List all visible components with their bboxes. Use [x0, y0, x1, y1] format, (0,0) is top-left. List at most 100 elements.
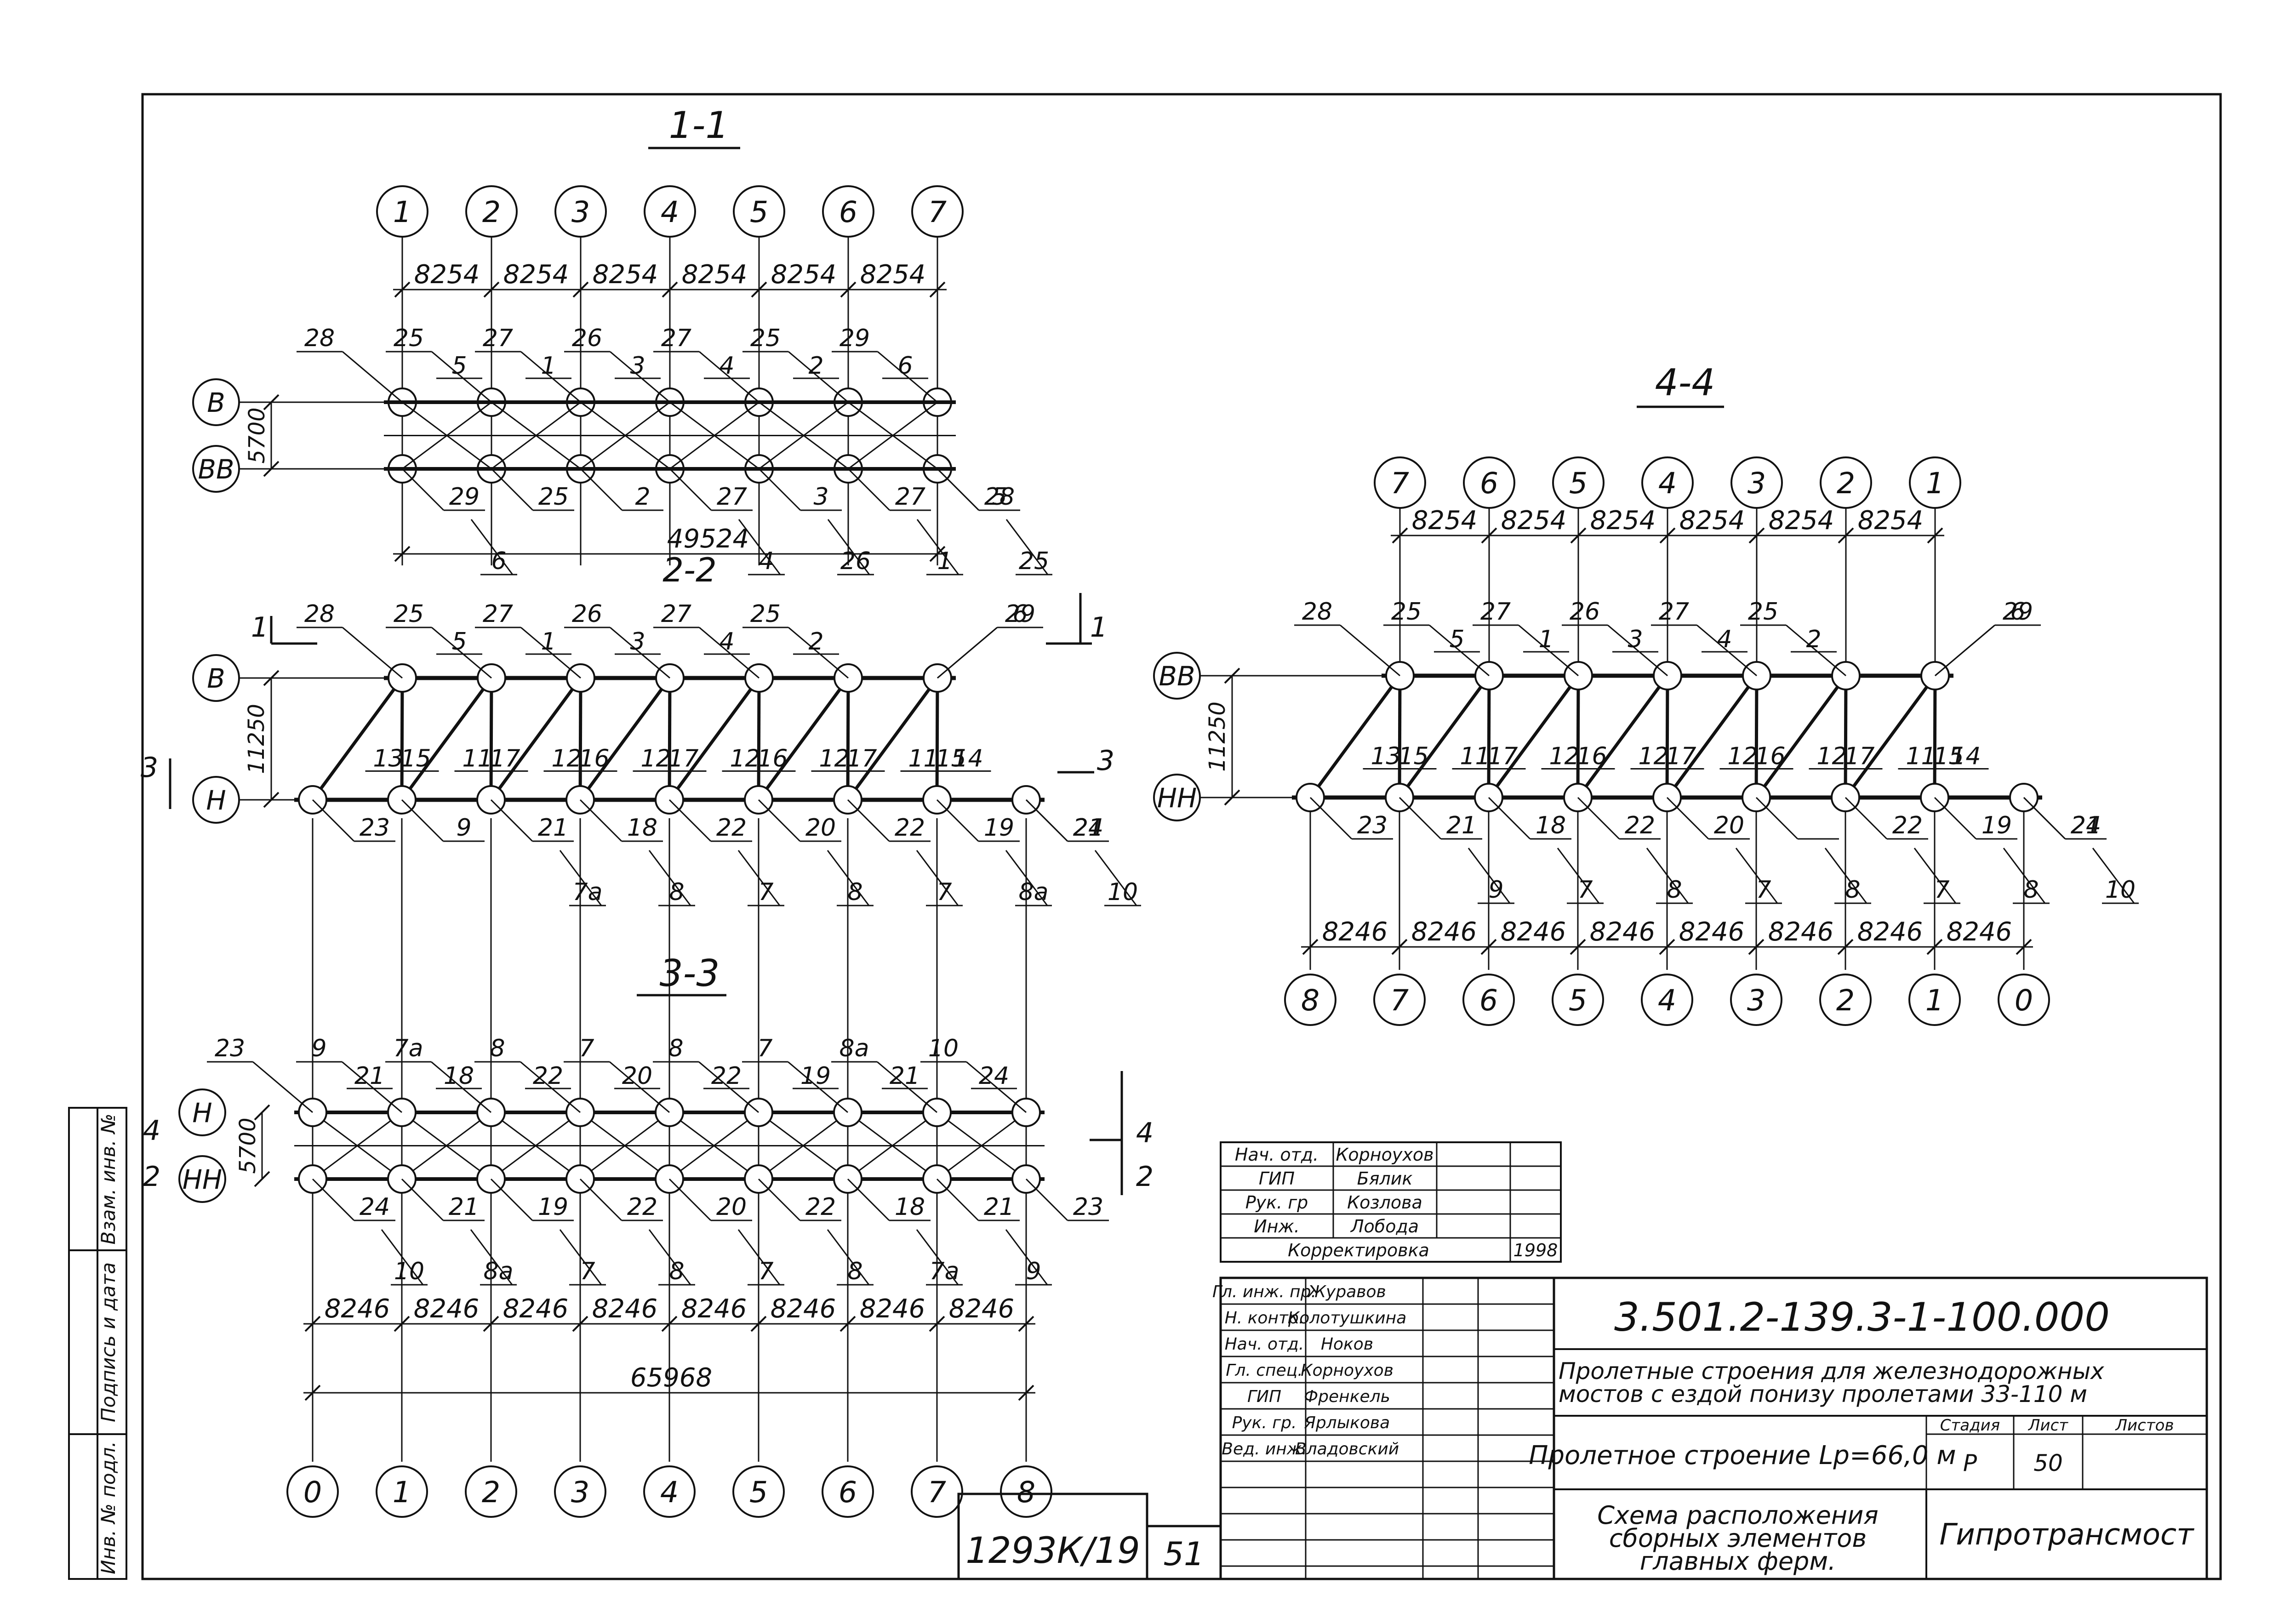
mark-bottom-num-a: 24	[2071, 812, 2101, 839]
dim-tick	[1570, 527, 1587, 544]
project-line-2: мостов с ездой понизу пролетами 33-110 м	[1559, 1381, 2087, 1407]
axis-bubble-bottom-4-circle	[1641, 974, 1693, 1026]
diag-mark: 14	[953, 745, 983, 773]
mark-top-leader	[966, 1061, 1027, 1113]
mark-bottom-leader-b	[381, 1229, 424, 1285]
mark-bottom-leader-b	[916, 1229, 959, 1285]
mark-top-num-a: 26	[572, 325, 602, 352]
diagonal-left	[490, 677, 582, 801]
mark-top-leader	[1935, 624, 1995, 677]
mark-bottom-leader	[401, 799, 444, 842]
correction-year: 1998	[1513, 1240, 1558, 1260]
mark-top-num-a: 26	[1570, 598, 1600, 626]
mark-bottom-num-a: 19	[538, 1193, 568, 1221]
diagonal-right	[578, 678, 582, 800]
dim-spacing: 8254	[860, 260, 926, 290]
diag-mark: 17	[1487, 743, 1518, 770]
dim-spacing: 8254	[771, 260, 837, 290]
axis-bubble-8: 8	[1017, 1475, 1035, 1509]
dim-spacing: 8246	[1590, 917, 1656, 947]
mark-top-leader	[431, 351, 492, 403]
diag-mark: 12	[730, 745, 760, 773]
diag-mark: 12	[1816, 743, 1847, 770]
mark-bottom-num-b: 25	[1019, 547, 1049, 575]
mark-bottom-num-a: 22	[895, 814, 925, 842]
mark-bottom-num-a: 21	[449, 1193, 479, 1221]
mark-top-num-a: 6	[1012, 600, 1028, 628]
mark-bottom-leader-b	[470, 1229, 513, 1285]
cut-label-2-left: 2	[143, 1161, 160, 1193]
chord-label-bottom: НН	[1157, 783, 1197, 814]
dim-height: 11250	[1205, 701, 1230, 772]
mark-bottom-leader	[758, 1178, 801, 1221]
mark-bottom-leader-b	[1005, 1229, 1048, 1285]
mark-bottom-num-b: 10	[2105, 876, 2136, 904]
mark-bottom-num-b: 8	[847, 1258, 862, 1285]
axis-bubble-8-circle	[1000, 1465, 1052, 1518]
mark-top-leader	[609, 1061, 670, 1113]
axis-bubble-bottom-4: 4	[1658, 983, 1676, 1017]
axis-bubble-7-circle	[911, 1465, 963, 1518]
diagonal-left	[1844, 674, 1936, 799]
mark-bottom-leader	[847, 799, 890, 842]
mark-top-num-a: 26	[572, 600, 602, 628]
dim-spacing: 8254	[1501, 506, 1567, 536]
approval-table	[1220, 1141, 1562, 1263]
mark-bottom-num-a: 21	[538, 814, 568, 842]
mark-bottom-num-b: 8	[1667, 876, 1682, 904]
axis-bubble-bottom-2: 2	[1836, 983, 1855, 1017]
dim-tick	[929, 1316, 945, 1332]
mark-bottom-num-b: 7а	[573, 878, 603, 906]
mark-top-leader	[431, 627, 492, 679]
diag-mark: 14	[1950, 743, 1981, 770]
project-line-1: Пролетные строения для железнодорожных	[1559, 1358, 2104, 1385]
axis-bubble-2: 2	[482, 195, 501, 229]
mark-top-num-b: 4	[719, 628, 734, 655]
mark-top-leader	[610, 351, 670, 403]
brace	[669, 1111, 759, 1180]
mark-bottom-num-a: 18	[1536, 812, 1566, 839]
dim-tick	[572, 1316, 588, 1332]
mark-bottom-num-a: 27	[895, 483, 925, 511]
dim-tick	[394, 1316, 410, 1332]
chord-label-top: ВВ	[1159, 661, 1195, 692]
dim-spacing: 8254	[593, 260, 658, 290]
mark-top-num-b: 5	[451, 352, 467, 380]
axis-bubble-top-3: 3	[1747, 466, 1766, 500]
drawing-name-2: сборных элементов	[1609, 1524, 1867, 1553]
chord-label-bottom-circle	[178, 1155, 226, 1203]
dim-height: 5700	[244, 407, 270, 463]
mark-top-leader	[431, 1061, 491, 1113]
mark-bottom-num-b: 7	[1934, 876, 1949, 904]
mark-bottom-num-a: 20	[1714, 812, 1744, 839]
mark-bottom-num-a: 23	[360, 814, 390, 842]
diagonal-left	[1576, 674, 1669, 799]
dim-height: 11250	[244, 704, 269, 774]
mark-top-leader	[788, 1061, 848, 1113]
mark-top-num-b: 3	[630, 628, 645, 655]
dim-tick	[1224, 667, 1240, 684]
drawing-name-3: главных ферм.	[1640, 1547, 1836, 1576]
mark-bottom-leader	[491, 468, 534, 511]
mark-bottom-leader-b	[470, 519, 514, 575]
mark-bottom-num-b: 6	[491, 547, 506, 575]
structure-name: Пролетное строение Lp=66,0 м	[1529, 1441, 1956, 1470]
mark-top-num-a: 7	[579, 1035, 594, 1062]
mark-bottom-leader	[1309, 797, 1353, 840]
dim-spacing: 8246	[860, 1294, 925, 1324]
side-stamp-inv: Инв. № подл.	[97, 1441, 120, 1574]
axis-bubble-1: 1	[393, 195, 411, 229]
mark-top-leader	[1340, 624, 1400, 677]
mark-top-leader	[877, 1061, 937, 1113]
dim-spacing: 8254	[503, 260, 569, 290]
dim-spacing: 8254	[414, 260, 480, 290]
dim-tick	[394, 281, 411, 298]
mark-bottom-num-a: 20	[805, 814, 836, 842]
title-block-frame	[1219, 1276, 2208, 1580]
mark-bottom-leader	[401, 1178, 444, 1221]
mark-bottom-num-b: 8	[669, 878, 684, 906]
diagonal-right	[1844, 675, 1848, 798]
mark-top-num-a: 8а	[839, 1035, 869, 1062]
dim-spacing: 8246	[771, 1294, 836, 1324]
